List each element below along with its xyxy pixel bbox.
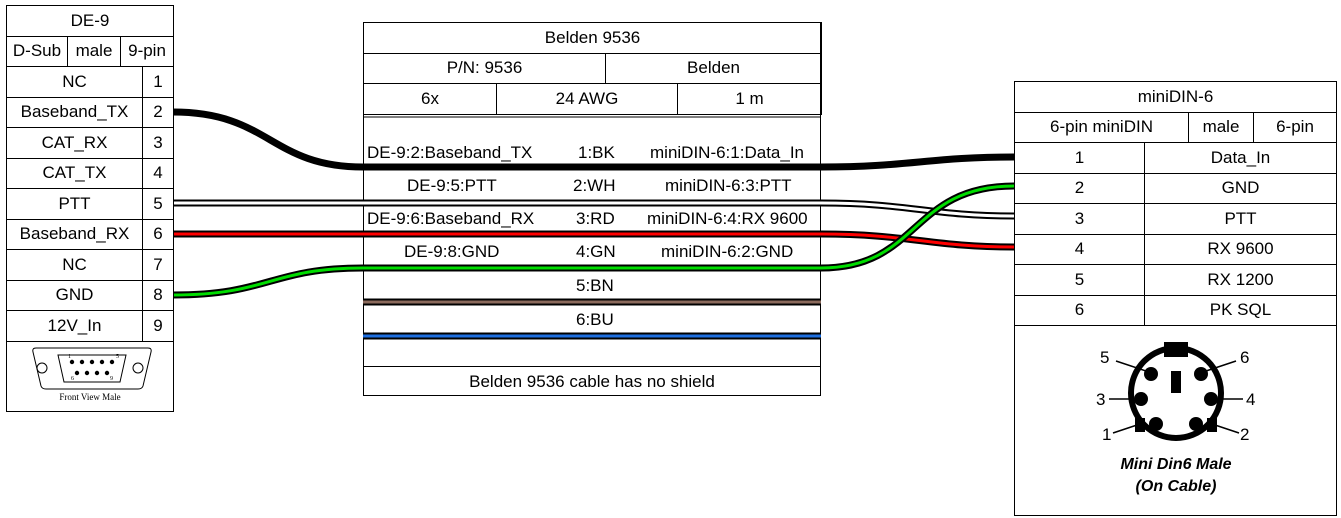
wire-color-label: 3:RD bbox=[576, 209, 615, 228]
minidin-face-label: 1 bbox=[1102, 425, 1111, 444]
minidin-pin-num: 5 bbox=[1014, 264, 1145, 296]
minidin-face-label: 4 bbox=[1246, 390, 1255, 409]
de9-image-cell: 1 5 6 9 Front View Male bbox=[5, 340, 175, 412]
de9-pin-label: GND bbox=[6, 279, 143, 311]
minidin-attr-pincount: 6-pin bbox=[1253, 111, 1337, 143]
wire-left-label: DE-9:8:GND bbox=[404, 242, 500, 261]
svg-text:9: 9 bbox=[110, 376, 113, 382]
de9-pin-num: 8 bbox=[141, 279, 175, 311]
wire-right-label: miniDIN-6:4:RX 9600 bbox=[647, 209, 808, 228]
minidin-face-label: 2 bbox=[1240, 425, 1249, 444]
minidin-pin-num: 6 bbox=[1014, 294, 1145, 326]
svg-text:1: 1 bbox=[68, 354, 71, 360]
minidin-attr-gender: male bbox=[1188, 111, 1254, 143]
wire-color-label: 2:WH bbox=[573, 176, 616, 195]
minidin-connector-face-icon: 5 6 3 4 1 2 Mini Din6 Male (On Cable) bbox=[1096, 342, 1255, 495]
minidin-caption-line2: (On Cable) bbox=[1135, 478, 1216, 495]
de9-connector-face-icon: 1 5 6 9 Front View Male bbox=[31, 347, 152, 402]
de9-pin-num: 1 bbox=[141, 66, 175, 98]
cable-note: Belden 9536 cable has no shield bbox=[363, 366, 821, 396]
de9-face-caption: Front View Male bbox=[59, 392, 120, 402]
minidin-pin-num: 3 bbox=[1014, 203, 1145, 235]
de9-pin-label: Baseband_RX bbox=[6, 218, 143, 250]
minidin-attr-type: 6-pin miniDIN bbox=[1014, 111, 1189, 143]
wire-gn bbox=[172, 182, 1015, 299]
minidin-image-cell: 5 6 3 4 1 2 Mini Din6 Male (On Cable) bbox=[1014, 325, 1337, 516]
minidin-pin-label: RX 1200 bbox=[1144, 264, 1337, 296]
minidin-pin-num: 4 bbox=[1014, 233, 1145, 265]
de9-pin-num: 9 bbox=[141, 310, 175, 342]
wire-left-label: DE-9:5:PTT bbox=[407, 176, 497, 195]
de9-pin-label: CAT_TX bbox=[6, 157, 143, 189]
de9-attr-gender: male bbox=[67, 35, 121, 67]
svg-text:5: 5 bbox=[116, 354, 119, 360]
de9-pin-label: NC bbox=[6, 249, 143, 281]
wire-right-label: miniDIN-6:2:GND bbox=[661, 242, 794, 261]
minidin-pin-label: PK SQL bbox=[1144, 294, 1337, 326]
minidin-face-label: 6 bbox=[1240, 348, 1249, 367]
cable-header: Belden 9536 P/N: 9536 Belden 6x 24 AWG 1… bbox=[362, 22, 823, 115]
minidin-pin-label: RX 9600 bbox=[1144, 233, 1337, 265]
cable-title: Belden 9536 bbox=[362, 22, 823, 54]
wire-left-label: DE-9:6:Baseband_RX bbox=[367, 209, 535, 228]
de9-attr-type: D-Sub bbox=[6, 35, 68, 67]
de9-pin-label: 12V_In bbox=[6, 310, 143, 342]
minidin-caption-line1: Mini Din6 Male bbox=[1120, 456, 1231, 473]
de9-attr-pincount: 9-pin bbox=[119, 35, 175, 67]
de9-pin-num: 2 bbox=[141, 96, 175, 128]
de9-pin-num: 4 bbox=[141, 157, 175, 189]
wire-color-label: 4:GN bbox=[576, 242, 616, 261]
minidin-face-label: 3 bbox=[1096, 390, 1105, 409]
minidin-pin-label: PTT bbox=[1144, 203, 1337, 235]
cable-gauge: 24 AWG bbox=[496, 83, 678, 115]
minidin-pin-label: Data_In bbox=[1144, 142, 1337, 174]
de9-pin-num: 5 bbox=[141, 188, 175, 220]
wire-right-label: miniDIN-6:1:Data_In bbox=[650, 143, 805, 162]
de9-pin-num: 3 bbox=[141, 127, 175, 159]
cable-count: 6x bbox=[363, 83, 497, 115]
de9-pin-num: 7 bbox=[141, 249, 175, 281]
de9-pin-label: CAT_RX bbox=[6, 127, 143, 159]
de9-title: DE-9 bbox=[5, 5, 175, 37]
minidin-title: miniDIN-6 bbox=[1014, 81, 1337, 113]
wire-color-label: 5:BN bbox=[576, 276, 614, 295]
de9-pin-num: 6 bbox=[141, 218, 175, 250]
wire-color-label: 1:BK bbox=[578, 143, 615, 162]
cable-length: 1 m bbox=[676, 83, 823, 115]
de9-pin-label: Baseband_TX bbox=[6, 96, 143, 128]
de9-pin-label: NC bbox=[6, 66, 143, 98]
svg-text:6: 6 bbox=[71, 376, 74, 382]
wire-color-label: 6:BU bbox=[576, 310, 614, 329]
cable-inner-wires bbox=[363, 116, 821, 340]
wire-left-label: DE-9:2:Baseband_TX bbox=[367, 143, 533, 162]
cable-manufacturer: Belden bbox=[604, 52, 823, 84]
de9-pin-label: PTT bbox=[6, 188, 143, 220]
cable-pn: P/N: 9536 bbox=[363, 52, 606, 84]
minidin-pin-label: GND bbox=[1144, 172, 1337, 204]
minidin-pin-num: 2 bbox=[1014, 172, 1145, 204]
wire-rd bbox=[173, 230, 1015, 251]
minidin-face-label: 5 bbox=[1100, 348, 1109, 367]
minidin-pin-num: 1 bbox=[1014, 142, 1145, 174]
wire-wh bbox=[173, 199, 1015, 220]
wire-right-label: miniDIN-6:3:PTT bbox=[665, 176, 792, 195]
wire-bk bbox=[172, 108, 1015, 171]
